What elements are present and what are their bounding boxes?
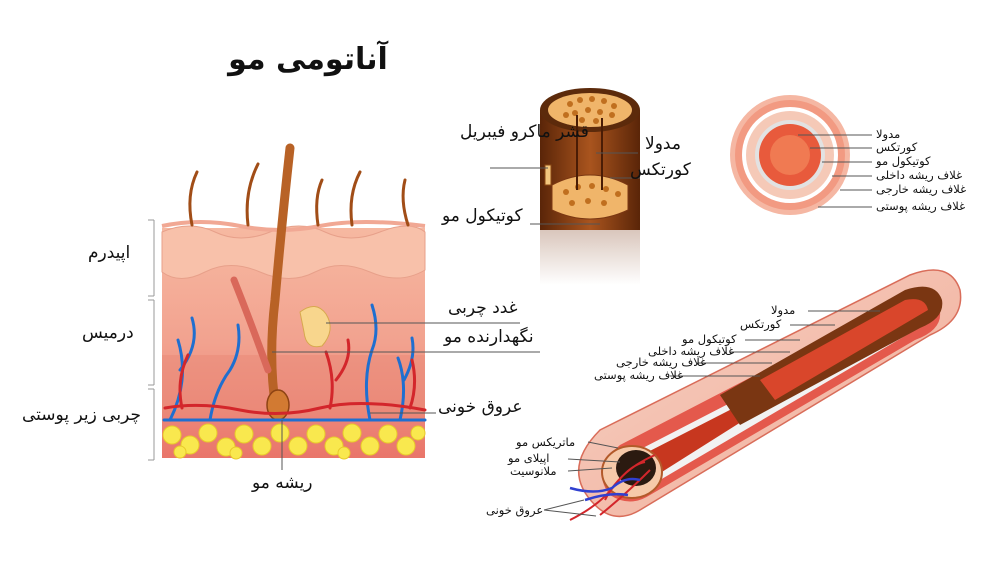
label-dermal-papilla: اپیلای مو — [508, 451, 550, 465]
label-melanocyte: ملانوسیت — [510, 464, 557, 478]
label-cs-medulla: مدولا — [876, 127, 901, 141]
label-macrofibril: قشر ماکرو فیبریل — [460, 122, 589, 142]
label-cs-dermal-sheath: غلاف ریشه پوستی — [876, 199, 966, 213]
label-follicle-blood-vessels: عروق خونی — [486, 503, 544, 517]
label-blood-vessels: عروق خونی — [438, 397, 523, 417]
label-epidermis: اپیدرم — [88, 243, 131, 263]
label-shaft-cortex: کورتکس — [630, 160, 691, 180]
label-cs-cuticle: کوتیکول مو — [876, 154, 931, 168]
label-hair-root: ریشه مو — [252, 473, 313, 493]
label-shaft-cuticle: کوتیکول مو — [442, 206, 523, 226]
hair-follicle — [543, 269, 962, 521]
fat-layer — [162, 423, 426, 460]
page-title: آناتومی مو — [228, 42, 388, 77]
label-cs-outer-sheath: غلاف ریشه خارجی — [876, 182, 967, 196]
label-follicle-cuticle: کوتیکول مو — [682, 332, 737, 346]
label-follicle-cortex: کورتکس — [740, 317, 782, 331]
label-hair-matrix: ماتریکس مو — [516, 435, 576, 449]
label-arrector-pili: نگهدارنده مو — [444, 327, 534, 347]
hair-cross-section — [730, 95, 872, 215]
label-shaft-medulla: مدولا — [645, 134, 681, 154]
hair-shaft — [490, 88, 640, 285]
label-cs-cortex: کورتکس — [876, 140, 918, 154]
label-follicle-dermal-sheath: غلاف ریشه پوستی — [594, 368, 684, 382]
label-subcutaneous-fat: چربی زیر پوستی — [22, 405, 141, 425]
label-follicle-outer-sheath: غلاف ریشه خارجی — [616, 355, 707, 369]
label-cs-inner-sheath: غلاف ریشه داخلی — [876, 168, 963, 182]
label-sebaceous-gland: غدد چربی — [448, 298, 518, 318]
label-dermis: درمیس — [82, 323, 134, 343]
skin-section — [148, 128, 540, 470]
label-follicle-inner-sheath: غلاف ریشه داخلی — [648, 344, 735, 358]
label-follicle-medulla: مدولا — [771, 303, 796, 317]
